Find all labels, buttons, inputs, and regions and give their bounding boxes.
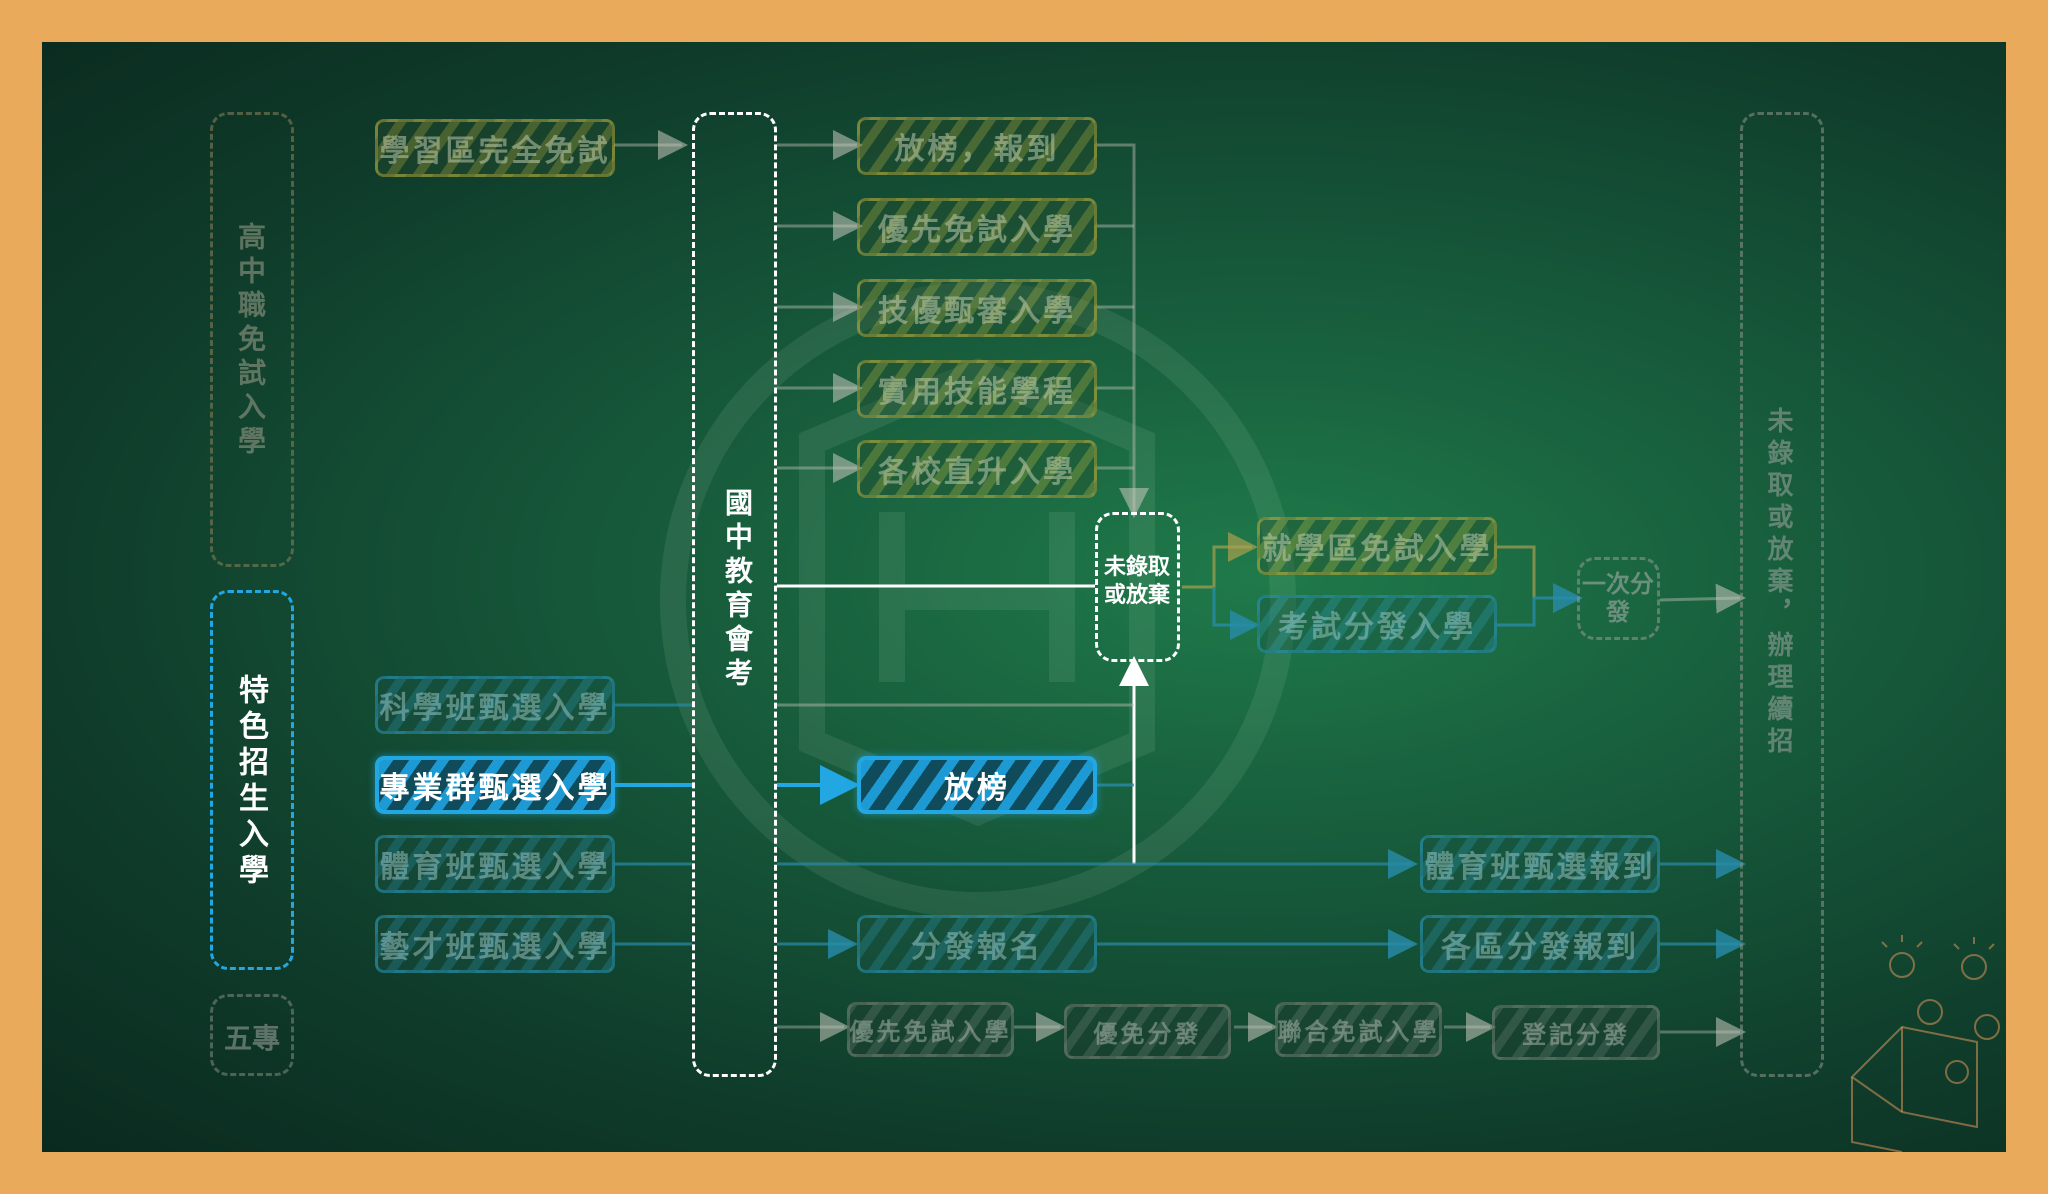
chalkboard: 高中職免試入學 特色招生入學 五專 國中教育會考 未錄取或放棄，辦理續招 學習區… (42, 42, 2006, 1152)
five-priority-assign-box[interactable]: 優免分發 (1064, 1004, 1231, 1059)
sports-class-box[interactable]: 體育班甄選入學 (375, 835, 615, 893)
five-priority-box[interactable]: 優先免試入學 (847, 1002, 1014, 1057)
science-class-box[interactable]: 科學班甄選入學 (375, 676, 615, 734)
arts-class-box[interactable]: 藝才班甄選入學 (375, 915, 615, 973)
not-admitted-label: 未錄取或放棄 (1103, 555, 1170, 608)
five-register-assign-box[interactable]: 登記分發 (1492, 1005, 1660, 1060)
sports-report-box[interactable]: 體育班甄選報到 (1420, 835, 1660, 893)
practical-skills-box[interactable]: 實用技能學程 (857, 360, 1097, 418)
results-register-box[interactable]: 放榜，報到 (857, 117, 1097, 175)
free-exam-group-label: 高中職免試入學 (234, 222, 267, 460)
five-joint-box[interactable]: 聯合免試入學 (1275, 1002, 1442, 1057)
national-exam-label: 國中教育會考 (721, 488, 754, 692)
assign-register-box[interactable]: 分發報名 (857, 915, 1097, 973)
not-admitted-box[interactable] (1095, 512, 1180, 662)
lightbulb-box-doodle (1850, 935, 2000, 1152)
community-free-box[interactable]: 學習區完全免試 (375, 119, 615, 177)
five-year-group-label: 五專 (223, 1022, 280, 1055)
continuing-admission-column (1740, 112, 1824, 1077)
five-year-group (210, 994, 294, 1076)
priority-free-box[interactable]: 優先免試入學 (857, 198, 1097, 256)
one-time-assign-box[interactable] (1577, 557, 1660, 640)
connector-lines (614, 130, 2000, 1152)
one-time-assign-label: 一次分發 (1582, 570, 1654, 626)
direct-promotion-box[interactable]: 各校直升入學 (857, 440, 1097, 498)
continuing-admission-label: 未錄取或放棄，辦理續招 (1763, 407, 1793, 759)
watermark-emblem (660, 282, 1296, 918)
free-exam-group (210, 112, 294, 567)
national-exam-column (692, 112, 777, 1077)
skill-review-box[interactable]: 技優甄審入學 (857, 279, 1097, 337)
district-free-box[interactable]: 就學區免試入學 (1257, 517, 1497, 575)
announce-box[interactable]: 放榜 (857, 756, 1097, 814)
special-group-label: 特色招生入學 (233, 674, 268, 890)
exam-assign-box[interactable]: 考試分發入學 (1257, 595, 1497, 653)
special-group (210, 590, 294, 970)
district-report-box[interactable]: 各區分發報到 (1420, 915, 1660, 973)
professional-group-box[interactable]: 專業群甄選入學 (375, 756, 615, 814)
